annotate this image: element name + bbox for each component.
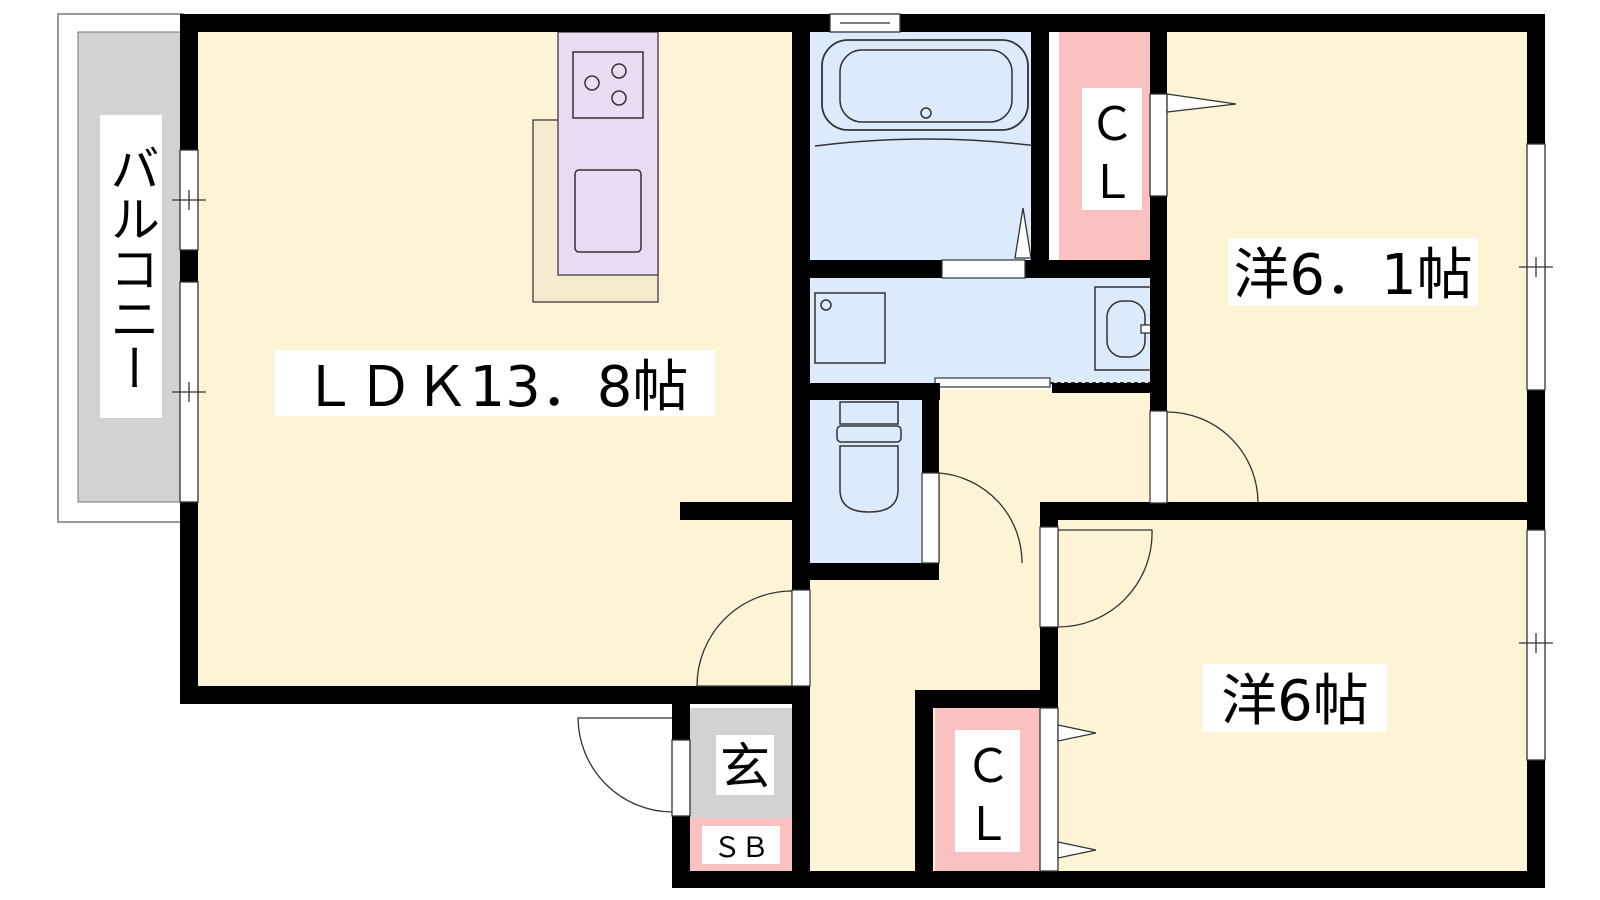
walls xyxy=(180,14,1545,888)
closet-a-label-top: Ｃ xyxy=(1089,97,1135,151)
ldk-label-bg xyxy=(275,350,715,416)
bathtub-inner xyxy=(839,49,1013,123)
closet-a-label-bg xyxy=(1082,88,1142,210)
toilet-bowl xyxy=(839,445,899,513)
entrance-label-bg xyxy=(716,735,774,795)
balcony-label: バルコニー xyxy=(102,143,160,393)
bath-floor-line xyxy=(814,138,1038,147)
toilet-tank xyxy=(839,401,899,425)
burner-icon xyxy=(611,63,627,79)
bath-door-icon xyxy=(1014,207,1032,259)
stove xyxy=(572,51,644,119)
western-b-label-bg xyxy=(1203,664,1387,732)
burner-icon xyxy=(584,75,600,91)
bathtub xyxy=(821,39,1029,131)
drain-icon xyxy=(920,107,932,119)
toilet-seat xyxy=(836,425,902,443)
western-b-label: 洋6帖 xyxy=(1221,669,1369,734)
washroom-floor xyxy=(810,278,1157,386)
bathroom-floor xyxy=(810,30,1040,265)
western-a-label: 洋6．1帖 xyxy=(1233,243,1472,308)
closet-b-label-bg xyxy=(955,730,1020,852)
washer-drain-icon xyxy=(820,299,832,311)
closet-a-label-bottom: Ｌ xyxy=(1089,155,1135,209)
washing-machine xyxy=(814,292,886,364)
shoe-box-label: ＳＢ xyxy=(713,831,769,864)
closet-door-icons xyxy=(1057,93,1237,859)
closet-b-label-bottom: Ｌ xyxy=(965,797,1011,851)
window-ticks xyxy=(172,22,1553,653)
balcony-label-bg xyxy=(100,115,162,418)
toilet-floor xyxy=(810,400,923,563)
burner-icon xyxy=(611,90,627,106)
closet-b-label-top: Ｃ xyxy=(965,739,1011,793)
door-frames xyxy=(791,259,1168,687)
washroom-door-frame xyxy=(934,377,1051,388)
shoe-box-label-bg xyxy=(702,826,780,864)
sink xyxy=(574,169,642,253)
entrance-label: 玄 xyxy=(720,738,770,796)
western-a-label-bg xyxy=(1228,238,1478,306)
ldk-label: ＬＤＫ13．8帖 xyxy=(302,355,689,420)
